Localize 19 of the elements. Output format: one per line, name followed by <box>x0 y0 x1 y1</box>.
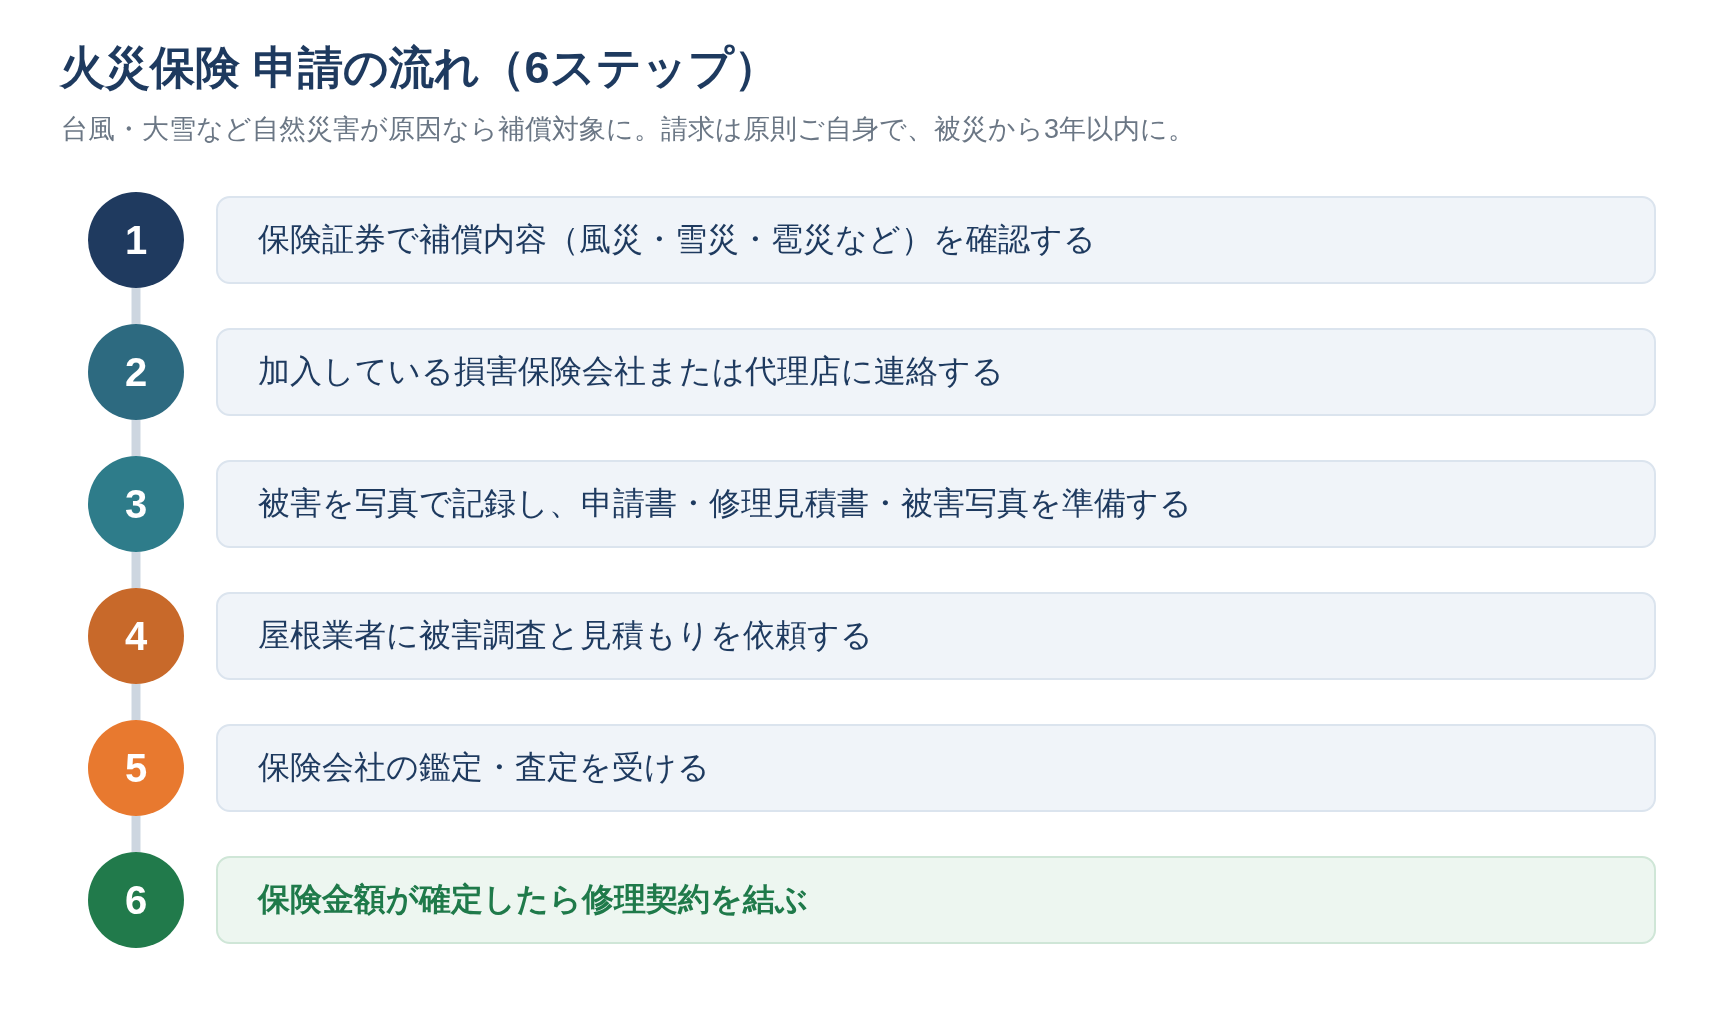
number-circle: 4 <box>88 588 184 684</box>
step-box: 保険金額が確定したら修理契約を結ぶ <box>216 856 1656 944</box>
title: 火災保険 申請の流れ（6ステップ） <box>60 44 779 92</box>
number-circle: 3 <box>88 456 184 552</box>
step-box: 被害を写真で記録し、申請書・修理見積書・被害写真を準備する <box>216 460 1656 548</box>
number-circle: 1 <box>88 192 184 288</box>
step-box: 保険会社の鑑定・査定を受ける <box>216 724 1656 812</box>
step-box: 加入している損害保険会社または代理店に連絡する <box>216 328 1656 416</box>
connector-line <box>131 552 141 588</box>
connector-line <box>131 288 141 324</box>
number-circle: 2 <box>88 324 184 420</box>
number-circle: 5 <box>88 720 184 816</box>
connector-line <box>131 816 141 852</box>
number-circle: 6 <box>88 852 184 948</box>
step-box: 保険証券で補償内容（風災・雪災・雹災など）を確認する <box>216 196 1656 284</box>
connector-line <box>131 420 141 456</box>
connector-line <box>131 684 141 720</box>
subtitle: 台風・大雪など自然災害が原因なら補償対象に。請求は原則ご自身で、被災から3年以内に。 <box>61 115 1196 145</box>
step-box: 屋根業者に被害調査と見積もりを依頼する <box>216 592 1656 680</box>
